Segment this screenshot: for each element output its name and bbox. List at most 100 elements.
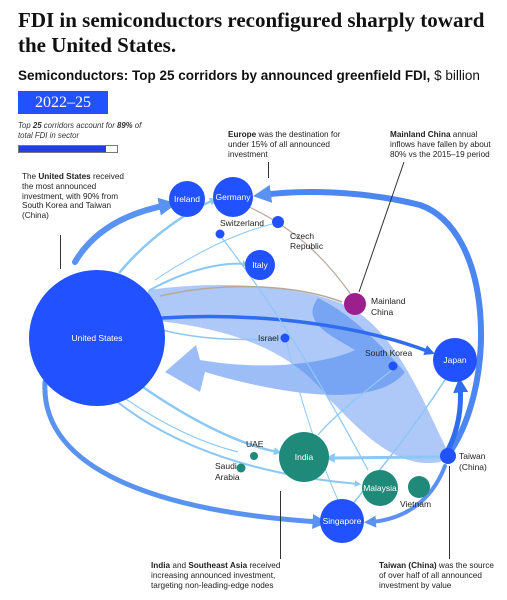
node-italy <box>245 250 275 280</box>
subtitle-unit: $ billion <box>430 68 480 83</box>
flow-us-to-czech <box>154 223 273 281</box>
node-india <box>279 432 329 482</box>
label-czech-2: Republic <box>290 241 324 251</box>
top-note-suffix: of total FDI in sector <box>18 121 142 140</box>
node-israel <box>280 333 290 343</box>
annotation-india-bold: India <box>151 561 171 570</box>
flow-us-to-china <box>159 285 343 303</box>
top-note-middle: corridors account for <box>41 121 117 130</box>
label-israel: Israel <box>258 333 279 343</box>
node-saudi <box>236 463 246 473</box>
annotation-taiwan-text: was the source of over half of all annou… <box>379 561 494 590</box>
node-label-layer: United States Ireland Germany Switzerlan… <box>71 192 487 526</box>
label-india: India <box>295 452 314 462</box>
annotation-sea-bold: Southeast Asia <box>188 561 248 570</box>
flow-germany-to-china <box>244 204 353 297</box>
annotation-us-text: received the most announced investment, … <box>22 172 124 221</box>
label-malaysia: Malaysia <box>363 483 397 493</box>
node-taiwan <box>440 448 456 464</box>
flow-taiwan-to-germany <box>253 184 484 455</box>
annotation-us-leader <box>60 235 61 269</box>
flow-japan-to-singapore <box>351 374 449 506</box>
annotation-india-sea: India and Southeast Asia received increa… <box>151 561 301 590</box>
label-ireland: Ireland <box>174 194 200 204</box>
node-china <box>344 293 366 315</box>
annotation-europe-leader <box>268 162 269 178</box>
label-taiwan-1: Taiwan <box>459 451 486 461</box>
node-us <box>29 270 165 406</box>
annotation-us: The United States received the most anno… <box>22 172 134 221</box>
label-taiwan-2: (China) <box>459 462 487 472</box>
flow-layer <box>42 184 484 530</box>
annotation-india-leader <box>280 491 281 559</box>
flow-us-to-ireland <box>72 197 177 265</box>
top-corridors-bar <box>18 145 118 153</box>
flow-us-to-japan <box>160 314 435 356</box>
label-uae: UAE <box>246 439 264 449</box>
flow-israel-to-singapore <box>285 339 339 501</box>
top-corridors-note: Top 25 corridors account for 89% of tota… <box>18 121 143 140</box>
top-note-count: 25 <box>32 121 42 130</box>
flow-korea-to-us <box>165 298 405 395</box>
annotation-taiwan: Taiwan (China) was the source of over ha… <box>379 561 499 590</box>
label-germany: Germany <box>216 192 252 202</box>
node-malaysia <box>362 470 398 506</box>
top-corridors-bar-fill <box>19 146 107 152</box>
flow-taiwan-to-japan <box>445 377 469 453</box>
node-germany <box>213 177 253 217</box>
subtitle-main: Semiconductors: Top 25 corridors by anno… <box>18 68 431 83</box>
flow-us-to-israel <box>161 329 281 341</box>
label-japan: Japan <box>443 355 466 365</box>
annotation-europe-bold: Europe <box>228 130 257 139</box>
label-vietnam: Vietnam <box>400 499 431 509</box>
annotation-taiwan-bold: Taiwan (China) <box>379 561 437 570</box>
label-czech-1: Czech <box>290 231 314 241</box>
flow-us-to-singapore <box>42 379 328 530</box>
flow-taiwan-to-singapore <box>364 464 447 528</box>
annotation-india-mid: and <box>170 561 189 570</box>
label-china-1: Mainland <box>371 296 406 306</box>
annotation-us-pre: The <box>22 172 39 181</box>
flow-us-to-germany <box>118 197 218 274</box>
node-vietnam <box>408 476 430 498</box>
flow-us-to-saudi <box>119 394 239 453</box>
annotation-china: Mainland China annual inflows have falle… <box>390 130 502 159</box>
top-note-prefix: Top <box>18 121 33 130</box>
label-us: United States <box>71 333 122 343</box>
annotation-china-bold: Mainland China <box>390 130 451 139</box>
label-korea: South Korea <box>365 348 413 358</box>
flow-taiwan-to-india <box>325 453 442 463</box>
period-badge: 2022–25 <box>18 91 108 114</box>
node-singapore <box>320 499 364 543</box>
flow-us-to-india <box>138 383 282 456</box>
node-czech <box>272 216 284 228</box>
label-saudi-2: Arabia <box>215 472 240 482</box>
label-saudi-1: Saudi <box>215 461 237 471</box>
headline: FDI in semiconductors reconfigured sharp… <box>18 8 485 57</box>
label-china-2: China <box>371 307 393 317</box>
node-uae <box>250 452 258 460</box>
annotation-us-bold: United States <box>38 172 91 181</box>
label-singapore: Singapore <box>323 516 362 526</box>
flow-taiwan-to-us <box>148 285 450 464</box>
annotation-china-text: annual inflows have fallen by about 80% … <box>390 130 491 159</box>
flow-switzerland-to-malaysia <box>221 237 369 471</box>
annotation-europe: Europe was the destination for under 15%… <box>228 130 348 159</box>
annotation-india-text: received increasing announced investment… <box>151 561 281 590</box>
label-italy: Italy <box>252 260 268 270</box>
flow-us-to-italy <box>149 260 250 291</box>
top-note-share: 89% <box>116 121 133 130</box>
node-japan <box>433 338 477 382</box>
node-ireland <box>169 181 205 217</box>
node-layer <box>29 177 477 543</box>
node-switzerland <box>215 229 225 239</box>
annotation-taiwan-leader <box>449 466 450 559</box>
flow-korea-to-india <box>317 369 393 436</box>
chart-subtitle: Semiconductors: Top 25 corridors by anno… <box>18 68 480 83</box>
annotation-europe-text: was the destination for under 15% of all… <box>228 130 341 159</box>
label-switzerland: Switzerland <box>220 218 264 228</box>
flow-us-to-malaysia <box>114 399 362 487</box>
node-korea <box>388 361 398 371</box>
